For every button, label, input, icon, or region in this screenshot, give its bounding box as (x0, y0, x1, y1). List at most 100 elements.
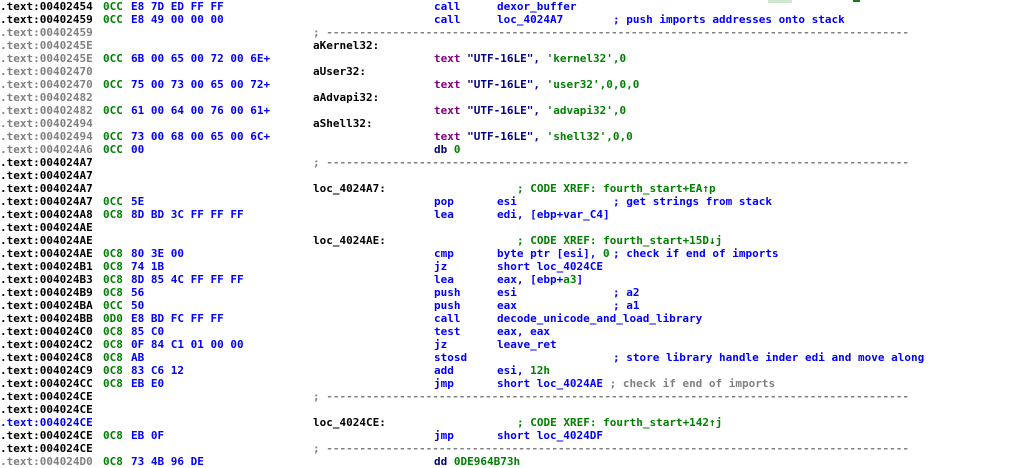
asm-segment: 61 00 64 00 76 00 61+ (131, 104, 270, 117)
address: .text:004024B3 (0, 273, 93, 286)
asm-line[interactable]: .text:004024CE ; ------------------------… (0, 442, 1013, 455)
asm-segment: 0CC (103, 299, 123, 312)
asm-segment: .text:004024CE (0, 429, 93, 442)
opcode-bytes: 74 1B (131, 260, 165, 273)
asm-segment: AB (131, 351, 144, 364)
address: .text:00402459 (0, 13, 93, 26)
instruction-text: add (434, 364, 454, 377)
sp-delta: 0C8 (103, 377, 123, 390)
instruction-text: jmp (434, 429, 454, 442)
data-keyword: dd (434, 455, 454, 468)
asm-segment: text "UTF-16LE", 'advapi32',0 (434, 104, 626, 117)
address: .text:004024A7 (0, 195, 93, 208)
asm-segment: .text:004024C0 (0, 325, 93, 338)
opcode-bytes: 5E (131, 195, 145, 208)
opcode-bytes: 8D 85 4C FF FF FF (131, 273, 244, 286)
address: .text:004024CC (0, 377, 93, 390)
asm-line[interactable]: .text:004024AE (0, 221, 1013, 234)
asm-line[interactable]: .text:0040245E aKernel32: (0, 39, 1013, 52)
clipped-text-artifact (768, 0, 792, 3)
data-keyword: db (434, 143, 454, 156)
asm-line[interactable]: .text:004024CE ; ------------------------… (0, 390, 1013, 403)
asm-segment: 0C8 (103, 351, 123, 364)
asm-segment: EB 0F (131, 429, 164, 442)
asm-segment: lea (434, 208, 454, 221)
asm-line[interactable]: .text:00402459; ------------------------… (0, 26, 1013, 39)
asm-segment: 0C8 (103, 338, 123, 351)
sp-delta: 0C8 (103, 260, 123, 273)
asm-segment: aAdvapi32: (313, 91, 379, 104)
xref-comment: ; CODE XREF: fourth_start+15D↓j (517, 234, 723, 247)
asm-segment: db 0 (434, 143, 461, 156)
asm-segment: ; CODE XREF: fourth_start+15D↓j (517, 234, 722, 247)
asm-segment: E8 7D ED FF FF (131, 0, 224, 13)
address: .text:0040245E (0, 39, 93, 52)
asm-line[interactable]: .text:004024A7 (0, 169, 1013, 182)
separator-line: ; --------------------------------------… (313, 390, 910, 403)
sp-delta: 0C8 (103, 351, 123, 364)
asm-segment: ; --------------------------------------… (313, 26, 909, 39)
asm-segment: .text:00402470 (0, 78, 93, 91)
asm-segment: call (434, 312, 461, 325)
asm-segment: ; a1 (613, 299, 640, 312)
asm-segment: 56 (131, 286, 144, 299)
asm-segment: .text:004024CE (0, 442, 93, 455)
asm-segment: byte ptr [esi], 0 (497, 247, 610, 260)
opcode-bytes: 85 C0 (131, 325, 165, 338)
asm-segment: 0C8 (103, 286, 123, 299)
asm-segment: dexor_buffer (497, 0, 576, 13)
asm-segment: .text:004024CE (0, 390, 93, 403)
label: loc_4024A7: (313, 182, 386, 195)
asm-segment: text "UTF-16LE", 'shell32',0,0 (434, 130, 633, 143)
asm-line[interactable]: .text:004024A7; ------------------------… (0, 156, 1013, 169)
asm-segment: 0C8 (103, 364, 123, 377)
asm-line[interactable]: .text:004024CE (0, 403, 1013, 416)
asm-segment: call (434, 0, 461, 13)
instruction-text: call (434, 13, 461, 26)
address: .text:004024A6 (0, 143, 93, 156)
opcode-bytes: E8 7D ED FF FF (131, 0, 224, 13)
asm-segment: 0C8 (103, 377, 123, 390)
asm-segment: jz (434, 338, 447, 351)
asm-segment: aUser32: (313, 65, 366, 78)
asm-segment: 8D 85 4C FF FF FF (131, 273, 244, 286)
separator-line: ; --------------------------------------… (313, 442, 910, 455)
asm-segment: aShell32: (313, 117, 373, 130)
opcode-bytes: 83 C6 12 (131, 364, 184, 377)
asm-segment: loc_4024AE: (313, 234, 386, 247)
asm-segment: ; --------------------------------------… (313, 390, 909, 403)
asm-segment: decode_unicode_and_load_library (497, 312, 702, 325)
opcode-bytes: 73 4B 96 DE (131, 455, 204, 468)
label: aKernel32: (313, 39, 380, 52)
asm-segment: .text:004024A7 (0, 169, 93, 182)
